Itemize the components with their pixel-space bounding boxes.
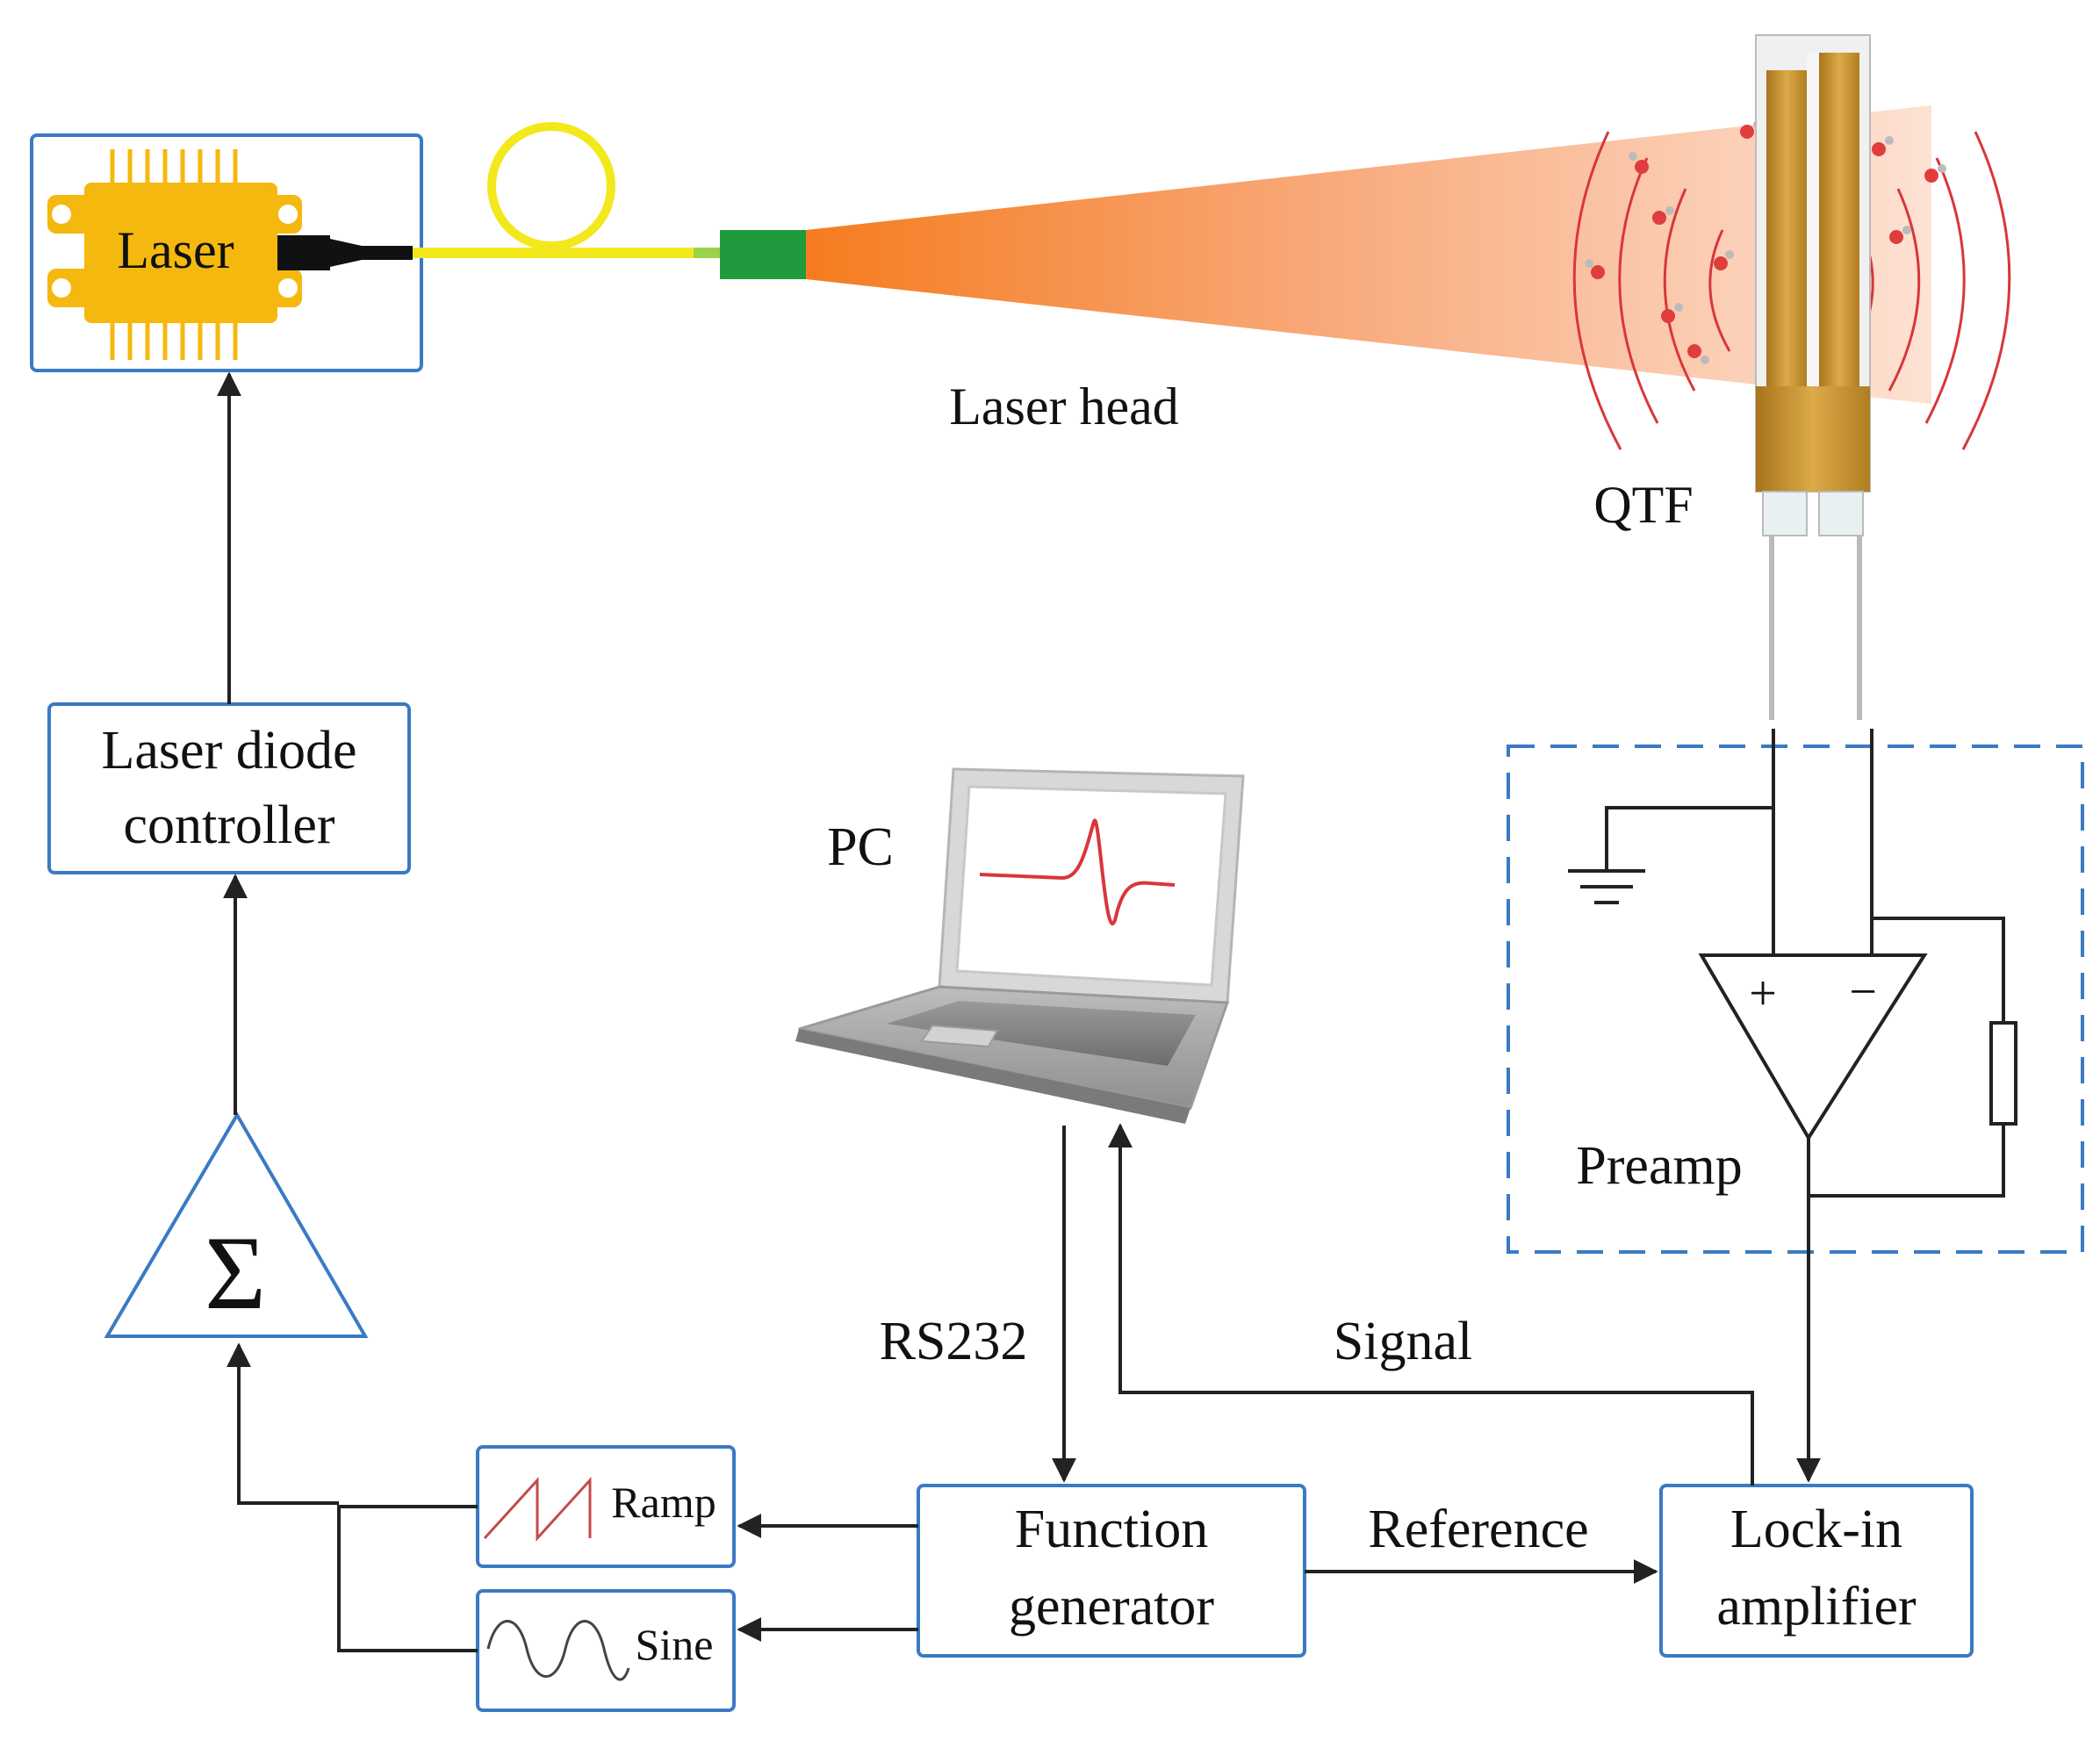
laser-beam — [806, 105, 1931, 404]
laser-diode-controller-label-line1: Laser diode — [102, 721, 357, 781]
summer-label: Σ — [205, 1214, 266, 1331]
feedback-resistor-icon — [1989, 1021, 2017, 1126]
reference-label: Reference — [1368, 1500, 1588, 1559]
function-generator-label-line2: generator — [1009, 1577, 1214, 1637]
preamp-circuit — [1605, 729, 2005, 1459]
laser-module: Laser — [30, 133, 423, 372]
op-amp-triangle-icon — [1698, 953, 1928, 1141]
pc-label: PC — [827, 817, 894, 877]
signal-label: Signal — [1334, 1312, 1472, 1371]
rs232-label: RS232 — [880, 1312, 1028, 1371]
pc-signal-trace — [979, 818, 1176, 925]
left-signal-chain — [217, 371, 339, 1505]
sum-triangle-icon — [104, 1112, 369, 1338]
laser-butterfly-package-icon — [47, 149, 413, 360]
laser-head-label: Laser head — [949, 378, 1179, 435]
ground-symbol-icon — [1568, 869, 1645, 904]
ramp-wave-icon — [483, 1477, 592, 1542]
lockin-label-line1: Lock-in — [1730, 1500, 1902, 1559]
waveform-merge-wires — [337, 1505, 478, 1652]
preamp-label: Preamp — [1576, 1136, 1742, 1196]
lockin-label-line2: amplifier — [1716, 1577, 1917, 1637]
opamp-minus-label: − — [1849, 965, 1877, 1019]
opamp-plus-label: + — [1749, 967, 1777, 1021]
pc-communication-wires — [1052, 1123, 1754, 1486]
function-generator-label-line1: Function — [1015, 1500, 1208, 1559]
acoustic-waves — [1572, 131, 2011, 450]
ramp-label: Ramp — [611, 1478, 716, 1527]
laptop-icon — [795, 767, 1245, 1124]
qtf-label: QTF — [1593, 476, 1693, 534]
sine-label: Sine — [636, 1620, 714, 1669]
fiber-loop-icon — [413, 122, 720, 258]
function-generator-outputs — [737, 1514, 1658, 1642]
quartz-tuning-fork-icon — [1755, 34, 1871, 720]
sine-wave-icon — [486, 1620, 630, 1681]
laser-diode-controller-label-line2: controller — [123, 795, 334, 855]
lockin-amplifier-box — [1659, 1484, 1974, 1658]
laser-label: Laser — [117, 221, 234, 279]
preamp-dashed-box — [1507, 745, 2084, 1254]
collimator-icon — [720, 230, 806, 279]
